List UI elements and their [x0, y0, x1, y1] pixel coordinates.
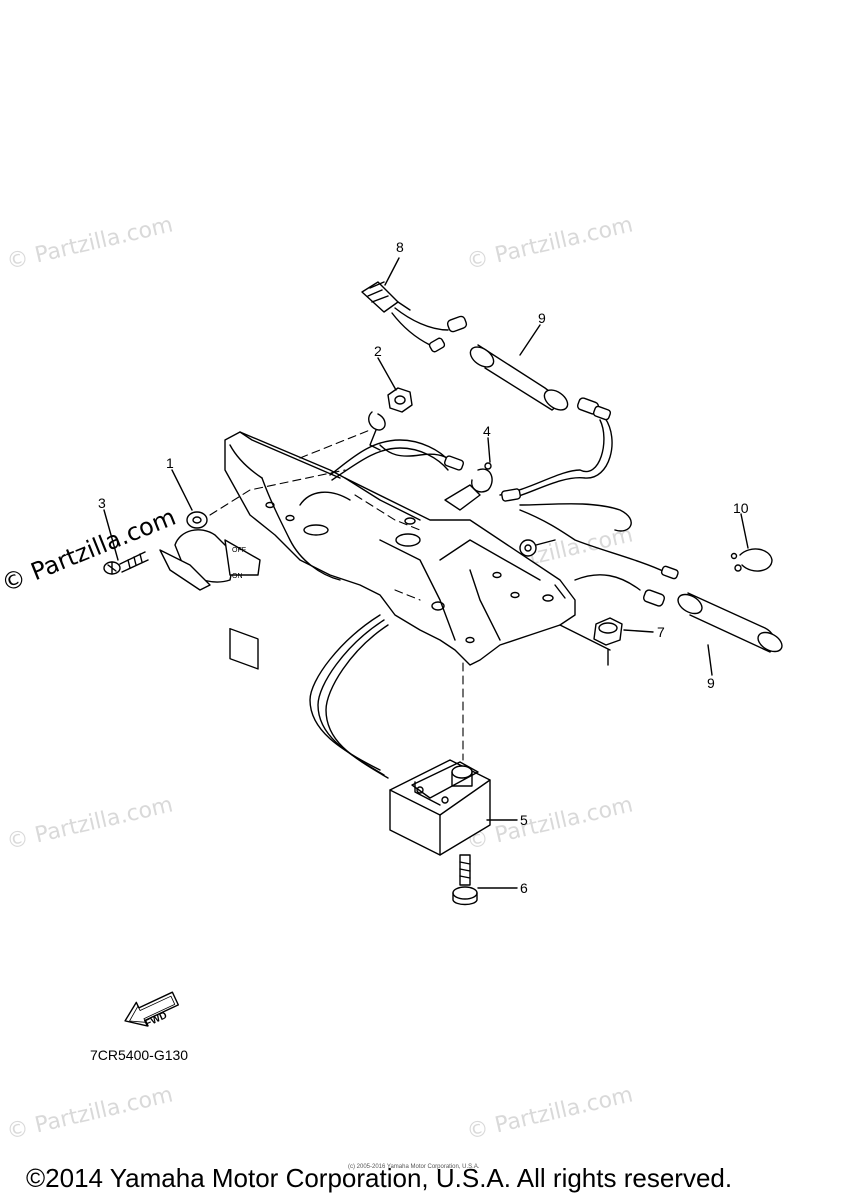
callout-7: 7: [657, 624, 665, 640]
tiny-copyright: (c) 2005-2016 Yamaha Motor Corporation, …: [348, 1164, 480, 1170]
part-7-nut: [559, 617, 623, 666]
callout-5: 5: [520, 812, 528, 828]
part-5-cdi-unit: [389, 759, 491, 856]
part-1-stop-switch: [159, 511, 261, 670]
callout-2: 2: [374, 343, 382, 359]
part-9-tube-lower: [677, 592, 783, 653]
copyright-footer: ©2014 Yamaha Motor Corporation, U.S.A. A…: [26, 1163, 733, 1193]
callout-3: 3: [98, 495, 106, 511]
switch-off-label: OFF: [232, 547, 246, 554]
mounting-bracket: [224, 431, 576, 666]
part-10-clip: [730, 548, 773, 572]
part-9-tube-upper: [469, 344, 569, 411]
callout-9-upper: 9: [538, 310, 546, 326]
callout-8: 8: [396, 239, 404, 255]
callout-9-lower: 9: [707, 675, 715, 691]
part-3-screw: [103, 551, 149, 575]
part-2-nut: [387, 387, 413, 413]
part-4-clamp: [444, 462, 493, 511]
callout-1: 1: [166, 455, 174, 471]
fwd-arrow-icon: [124, 991, 179, 1027]
callout-10: 10: [733, 500, 749, 516]
callout-6: 6: [520, 880, 528, 896]
figure-code: 7CR5400-G130: [90, 1047, 189, 1063]
part-8-lead-wire: [361, 281, 468, 353]
part-6-bolt: [452, 854, 478, 906]
callout-4: 4: [483, 423, 491, 439]
switch-on-label: ON: [232, 573, 243, 580]
